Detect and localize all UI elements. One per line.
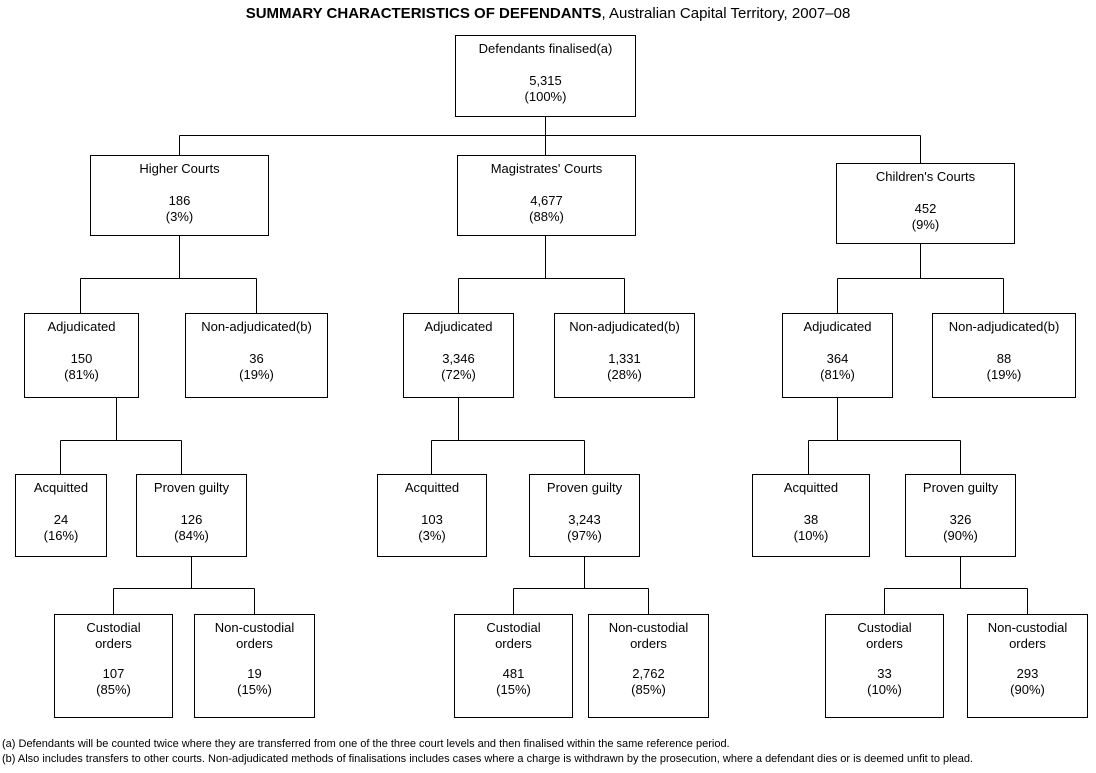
node-percent: (15%)	[237, 682, 272, 697]
node-value: 326	[949, 512, 972, 527]
node-label: Custodial orders	[857, 620, 912, 651]
node-value: 186	[168, 193, 191, 208]
node-percent: (28%)	[607, 367, 642, 382]
node-value: 38	[803, 512, 819, 527]
node-label: Non-custodial orders	[608, 620, 689, 651]
node-higher-acquitted[interactable]: Acquitted 24 (16%)	[15, 474, 107, 557]
footnote-a: (a) Defendants will be counted twice whe…	[2, 738, 730, 750]
node-magistrates-non-custodial-orders[interactable]: Non-custodial orders 2,762 (85%)	[588, 614, 709, 718]
node-label: Magistrates' Courts	[490, 161, 603, 176]
node-value: 88	[996, 351, 1012, 366]
node-percent: (90%)	[943, 528, 978, 543]
node-value: 150	[70, 351, 93, 366]
node-label: Adjudicated	[424, 319, 493, 334]
node-label: Non-adjudicated(b)	[948, 319, 1060, 334]
node-value: 36	[249, 351, 264, 366]
node-higher-custodial-orders[interactable]: Custodial orders 107 (85%)	[54, 614, 173, 718]
node-defendants-finalised[interactable]: Defendants finalised(a) 5,315 (100%)	[455, 35, 636, 117]
node-label: Acquitted	[783, 480, 839, 495]
node-value: 452	[914, 201, 937, 216]
node-value: 103	[421, 512, 443, 527]
node-higher-courts[interactable]: Higher Courts 186 (3%)	[90, 155, 269, 236]
node-percent: (88%)	[529, 209, 564, 224]
node-label: Proven guilty	[922, 480, 999, 495]
node-childrens-proven-guilty[interactable]: Proven guilty 326 (90%)	[905, 474, 1016, 557]
node-higher-non-adjudicated[interactable]: Non-adjudicated(b) 36 (19%)	[185, 313, 328, 398]
node-magistrates-non-adjudicated[interactable]: Non-adjudicated(b) 1,331 (28%)	[554, 313, 695, 398]
node-label: Defendants finalised(a)	[478, 41, 613, 56]
node-label: Acquitted	[33, 480, 89, 495]
node-label: Children's Courts	[875, 169, 976, 184]
node-value: 293	[1016, 666, 1039, 681]
node-value: 481	[502, 666, 525, 681]
node-value: 4,677	[530, 193, 563, 208]
node-label: Custodial orders	[486, 620, 541, 651]
node-value: 364	[826, 351, 849, 366]
node-percent: (19%)	[986, 367, 1022, 382]
node-value: 24	[53, 512, 69, 527]
node-childrens-acquitted[interactable]: Acquitted 38 (10%)	[752, 474, 870, 557]
node-magistrates-courts[interactable]: Magistrates' Courts 4,677 (88%)	[457, 155, 636, 236]
node-label: Non-custodial orders	[214, 620, 295, 651]
node-label: Higher Courts	[139, 161, 220, 176]
node-percent: (10%)	[793, 528, 829, 543]
node-percent: (97%)	[567, 528, 602, 543]
node-value: 3,243	[568, 512, 601, 527]
node-percent: (10%)	[867, 682, 902, 697]
node-value: 1,331	[608, 351, 641, 366]
node-percent: (72%)	[441, 367, 476, 382]
node-higher-proven-guilty[interactable]: Proven guilty 126 (84%)	[136, 474, 247, 557]
node-value: 19	[247, 666, 262, 681]
page-title-rest: , Australian Capital Territory, 2007–08	[601, 5, 851, 22]
node-percent: (3%)	[418, 528, 446, 543]
footnote-b: (b) Also includes transfers to other cou…	[2, 753, 973, 765]
node-value: 33	[877, 666, 892, 681]
node-magistrates-custodial-orders[interactable]: Custodial orders 481 (15%)	[454, 614, 573, 718]
node-percent: (85%)	[631, 682, 666, 697]
node-label: Non-adjudicated(b)	[201, 319, 312, 334]
node-label: Adjudicated	[47, 319, 116, 334]
node-percent: (15%)	[496, 682, 531, 697]
node-value: 126	[180, 512, 203, 527]
node-percent: (100%)	[524, 89, 567, 104]
node-percent: (85%)	[96, 682, 131, 697]
page-title: SUMMARY CHARACTERISTICS OF DEFENDANTS, A…	[0, 5, 1096, 23]
node-label: Non-adjudicated(b)	[569, 319, 680, 334]
node-label: Adjudicated	[803, 319, 872, 334]
node-percent: (84%)	[174, 528, 209, 543]
node-percent: (16%)	[43, 528, 79, 543]
node-percent: (3%)	[165, 209, 194, 224]
node-value: 107	[102, 666, 125, 681]
page-title-bold: SUMMARY CHARACTERISTICS OF DEFENDANTS	[245, 5, 602, 22]
node-childrens-courts[interactable]: Children's Courts 452 (9%)	[836, 163, 1015, 244]
node-percent: (19%)	[239, 367, 274, 382]
node-magistrates-adjudicated[interactable]: Adjudicated 3,346 (72%)	[403, 313, 514, 398]
node-higher-adjudicated[interactable]: Adjudicated 150 (81%)	[24, 313, 139, 398]
node-childrens-non-custodial-orders[interactable]: Non-custodial orders 293 (90%)	[967, 614, 1088, 718]
node-value: 3,346	[442, 351, 475, 366]
node-label: Non-custodial orders	[987, 620, 1068, 651]
node-value: 2,762	[632, 666, 665, 681]
node-label: Custodial orders	[86, 620, 141, 651]
node-magistrates-proven-guilty[interactable]: Proven guilty 3,243 (97%)	[529, 474, 640, 557]
node-childrens-adjudicated[interactable]: Adjudicated 364 (81%)	[782, 313, 893, 398]
node-percent: (81%)	[64, 367, 99, 382]
node-childrens-custodial-orders[interactable]: Custodial orders 33 (10%)	[825, 614, 944, 718]
node-label: Proven guilty	[153, 480, 230, 495]
node-percent: (9%)	[911, 217, 940, 232]
node-value: 5,315	[529, 73, 562, 88]
node-percent: (90%)	[1010, 682, 1045, 697]
node-childrens-non-adjudicated[interactable]: Non-adjudicated(b) 88 (19%)	[932, 313, 1076, 398]
node-magistrates-acquitted[interactable]: Acquitted 103 (3%)	[377, 474, 487, 557]
node-higher-non-custodial-orders[interactable]: Non-custodial orders 19 (15%)	[194, 614, 315, 718]
node-label: Acquitted	[404, 480, 460, 495]
node-label: Proven guilty	[546, 480, 623, 495]
node-percent: (81%)	[820, 367, 855, 382]
